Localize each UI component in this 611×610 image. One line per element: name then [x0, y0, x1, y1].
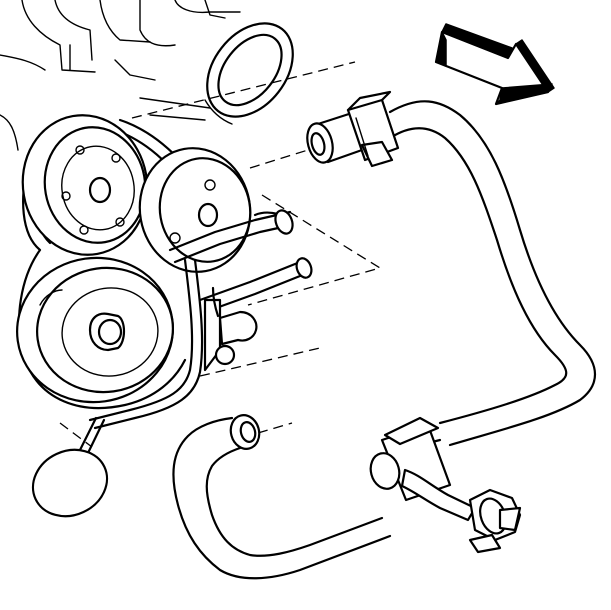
pulley-icon [138, 147, 252, 273]
clamp-icon [306, 90, 400, 168]
clamp-icon [369, 416, 477, 522]
bracket-lines [88, 209, 313, 430]
hex-nut-icon [468, 488, 522, 554]
tag-icon [31, 416, 109, 518]
block-arrow-icon [434, 23, 555, 106]
hose-icon [172, 414, 392, 580]
pulley-icon [21, 114, 149, 256]
pulley-icon [16, 256, 174, 404]
engine-block-outline [0, 0, 241, 151]
alignment-dashes [59, 61, 382, 448]
oval-seal-icon [204, 22, 294, 125]
